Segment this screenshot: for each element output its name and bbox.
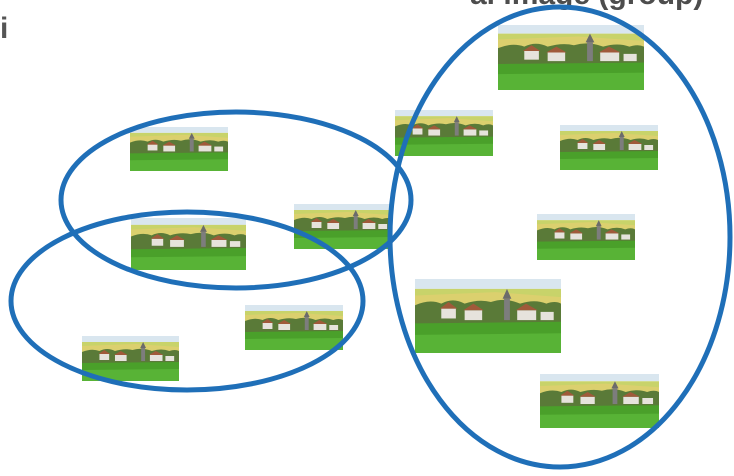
village-photo bbox=[245, 305, 343, 350]
cropped-text-left: i bbox=[0, 12, 9, 45]
village-photo bbox=[131, 218, 246, 270]
village-photo bbox=[294, 204, 392, 249]
village-photo bbox=[537, 214, 635, 260]
cluster-ellipse-lower-left bbox=[8, 209, 366, 393]
photo-thumbnails bbox=[82, 25, 659, 428]
cluster-ellipse-right bbox=[387, 4, 733, 470]
village-photo bbox=[540, 374, 659, 428]
village-photo bbox=[130, 127, 228, 171]
village-photo bbox=[498, 25, 644, 90]
cropped-text-top: al image (group) bbox=[470, 0, 703, 10]
village-photo bbox=[82, 336, 179, 381]
cluster-ellipse-upper-left bbox=[58, 109, 414, 291]
village-photo bbox=[560, 125, 658, 170]
village-photo bbox=[415, 279, 561, 353]
